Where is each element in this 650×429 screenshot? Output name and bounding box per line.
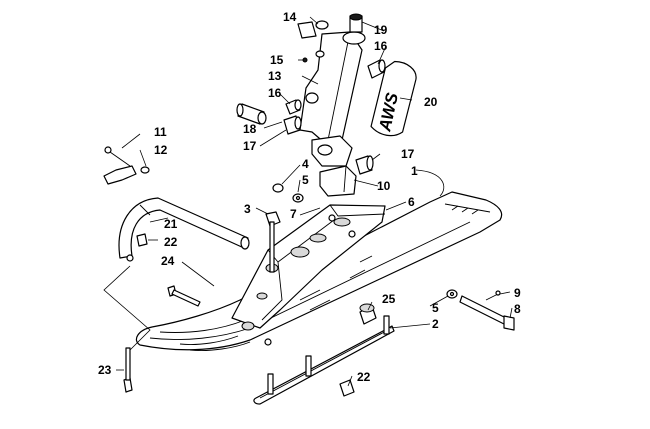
callout-23: 23	[98, 363, 112, 377]
callout-2: 2	[432, 317, 439, 331]
callout-9: 9	[514, 286, 521, 300]
callout-22: 22	[164, 235, 178, 249]
callout-7: 7	[290, 207, 297, 221]
wear-bar	[253, 315, 395, 405]
callout-10: 10	[377, 179, 391, 193]
callout-17: 17	[401, 147, 415, 161]
decal: AWS	[370, 60, 417, 137]
callout-16: 16	[268, 86, 282, 100]
bump-stop	[319, 165, 357, 197]
callout-1: 1	[411, 164, 418, 178]
callout-17: 17	[243, 139, 257, 153]
callout-11: 11	[154, 125, 167, 139]
callout-19: 19	[374, 23, 388, 37]
callout-6: 6	[408, 195, 415, 209]
callout-14: 14	[283, 10, 297, 24]
hardware	[103, 20, 515, 397]
callout-13: 13	[268, 69, 282, 83]
callout-5: 5	[302, 173, 309, 187]
callout-16: 16	[374, 39, 388, 53]
callout-22: 22	[357, 370, 371, 384]
ski-loop-handle	[118, 197, 250, 259]
spindle	[299, 13, 366, 167]
callout-21: 21	[164, 217, 178, 231]
callout-18: 18	[243, 122, 257, 136]
callout-15: 15	[270, 53, 284, 67]
callout-24: 24	[161, 254, 175, 268]
callout-25: 25	[382, 292, 396, 306]
callout-3: 3	[244, 202, 251, 216]
bushings	[236, 59, 386, 175]
leader-lines	[103, 16, 513, 387]
callout-4: 4	[302, 157, 309, 171]
callout-12: 12	[154, 143, 168, 157]
callout-20: 20	[424, 95, 438, 109]
callout-5: 5	[432, 301, 439, 315]
callout-8: 8	[514, 302, 521, 316]
callouts: 14 19 16 15 13 16 20 18 17 11 12 4 17 1 …	[98, 10, 521, 384]
